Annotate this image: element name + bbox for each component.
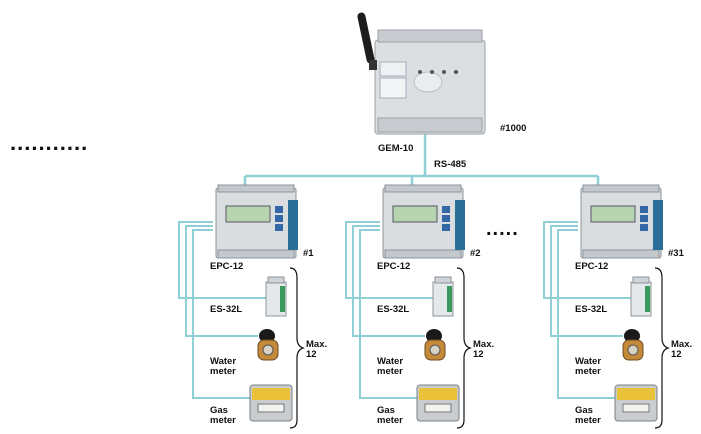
- button-icon: [442, 224, 450, 231]
- water-meter-label: Water meter: [210, 356, 237, 377]
- sensor-label: ES-32L: [575, 304, 608, 315]
- din-clip: [288, 200, 298, 250]
- controller-address: #31: [668, 248, 684, 259]
- wire-water: [352, 225, 425, 337]
- lcd-display: [392, 205, 438, 223]
- button-icon: [275, 215, 283, 222]
- es32l-sensor: [432, 276, 454, 317]
- device-group-3: [543, 184, 670, 429]
- wire-gas: [192, 229, 250, 399]
- wire-water: [185, 225, 258, 337]
- gas-meter-icon: [249, 384, 293, 422]
- button-icon: [442, 215, 450, 222]
- continuation-dots-middle: .....: [486, 218, 519, 240]
- gateway-label: GEM-10: [378, 143, 414, 154]
- wire-sensor: [345, 221, 433, 299]
- water-meter-icon: [424, 329, 446, 361]
- gas-meter-label: Gas meter: [377, 405, 403, 426]
- max-count-label: Max. 12: [473, 339, 495, 360]
- din-clip: [653, 200, 663, 250]
- water-meter-label: Water meter: [377, 356, 404, 377]
- wire-gas: [557, 229, 615, 399]
- button-icon: [640, 224, 648, 231]
- device-group-1: [178, 184, 305, 429]
- brace-icon: [456, 267, 472, 429]
- epc12-device: [215, 184, 298, 259]
- gas-meter-label: Gas meter: [210, 405, 236, 426]
- water-meter-label: Water meter: [575, 356, 602, 377]
- wire-water: [550, 225, 623, 337]
- gateway-address: #1000: [500, 123, 527, 134]
- lcd-display: [590, 205, 636, 223]
- sensor-label: ES-32L: [377, 304, 410, 315]
- din-clip: [455, 200, 465, 250]
- brace-icon: [654, 267, 670, 429]
- wire-gas: [359, 229, 417, 399]
- button-icon: [640, 215, 648, 222]
- max-count-label: Max. 12: [306, 339, 328, 360]
- wire-sensor: [543, 221, 631, 299]
- gas-meter-icon: [416, 384, 460, 422]
- water-meter-icon: [622, 329, 644, 361]
- button-icon: [275, 224, 283, 231]
- bus-label: RS-485: [434, 159, 467, 170]
- max-count-label: Max. 12: [671, 339, 693, 360]
- continuation-dots-left: ...........: [10, 130, 89, 155]
- wire-sensor: [178, 221, 266, 299]
- button-icon: [442, 206, 450, 213]
- sensor-label: ES-32L: [210, 304, 243, 315]
- brace-icon: [289, 267, 305, 429]
- es32l-sensor: [630, 276, 652, 317]
- gem10-device: [374, 29, 486, 135]
- lcd-display: [225, 205, 271, 223]
- controller-label: EPC-12: [575, 261, 609, 272]
- es32l-sensor: [265, 276, 287, 317]
- epc12-device: [580, 184, 663, 259]
- epc12-device: [382, 184, 465, 259]
- antenna-icon: [357, 12, 377, 70]
- button-icon: [640, 206, 648, 213]
- controller-address: #1: [303, 248, 314, 259]
- gas-meter-label: Gas meter: [575, 405, 601, 426]
- controller-label: EPC-12: [377, 261, 411, 272]
- device-group-2: [345, 184, 472, 429]
- water-meter-icon: [257, 329, 279, 361]
- controller-label: EPC-12: [210, 261, 244, 272]
- gas-meter-icon: [614, 384, 658, 422]
- controller-address: #2: [470, 248, 481, 259]
- button-icon: [275, 206, 283, 213]
